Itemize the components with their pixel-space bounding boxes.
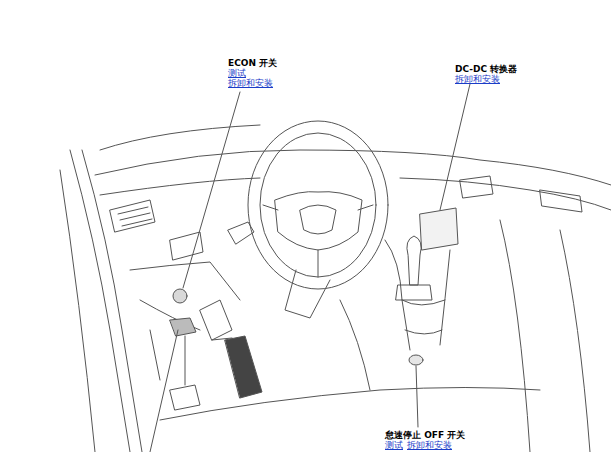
part-name: 怠速停止 OFF 开关 xyxy=(385,430,465,440)
procedure-link: 拆卸和安装 xyxy=(228,78,273,88)
part-name: DC-DC 转换器 xyxy=(455,64,517,74)
part-name: ECON 开关 xyxy=(228,58,277,68)
procedure-link: 测试 xyxy=(385,440,403,450)
procedure-link: 测试 xyxy=(228,68,246,78)
procedure-link: 拆卸和安装 xyxy=(407,440,452,450)
procedure-link: 拆卸和安装 xyxy=(455,74,500,84)
